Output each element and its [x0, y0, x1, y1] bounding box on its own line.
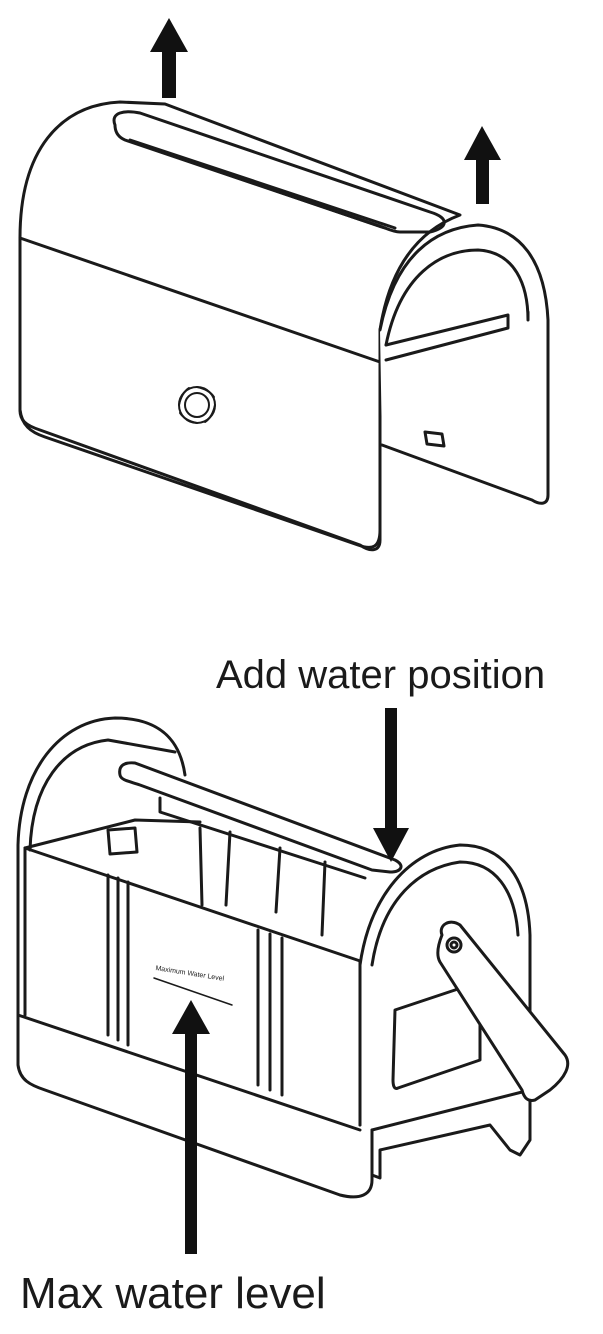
arrow-up-icon — [172, 1000, 210, 1254]
tank-drawing — [16, 716, 570, 1199]
arrow-up-icon — [150, 18, 188, 98]
add-water-position-label: Add water position — [216, 653, 546, 697]
arrow-up-icon — [464, 126, 501, 204]
max-water-level-label: Max water level — [20, 1269, 326, 1318]
cover-drawing — [18, 100, 550, 552]
flower-logo-icon — [178, 386, 216, 424]
arrow-down-icon — [373, 708, 409, 862]
